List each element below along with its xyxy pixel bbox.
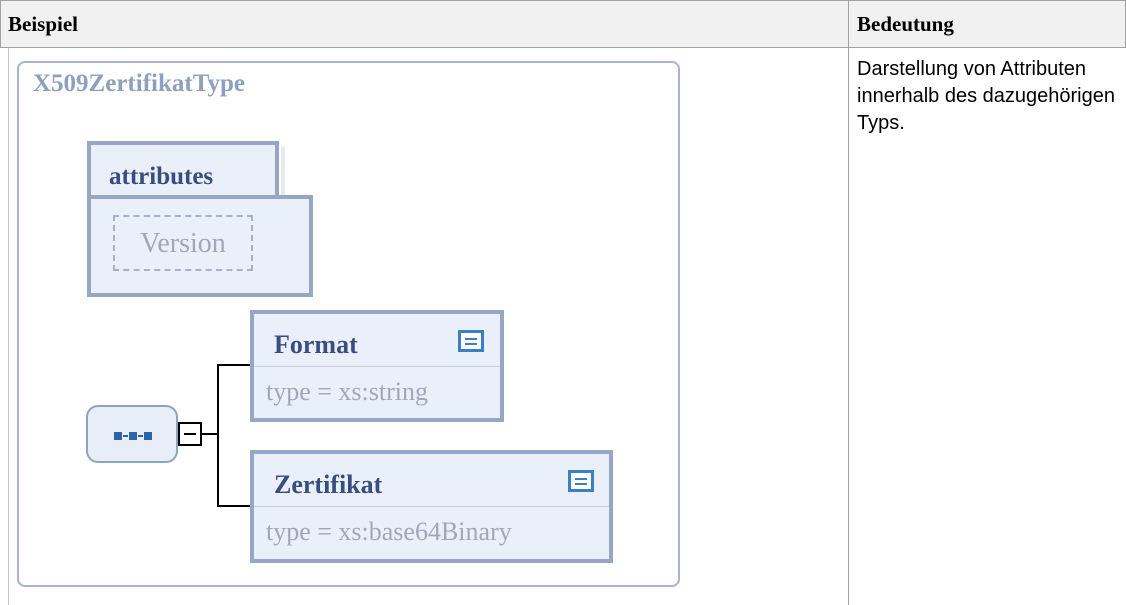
table-border-left <box>0 0 1 48</box>
element-format-type: type = xs:string <box>266 377 428 406</box>
attributes-label: attributes <box>109 163 214 190</box>
documentation-icon <box>458 330 484 352</box>
header-meaning: Bedeutung <box>857 12 954 36</box>
element-format-separator <box>254 366 500 367</box>
element-zertifikat-name: Zertifikat <box>274 470 383 499</box>
collapse-minus-icon[interactable] <box>178 422 202 446</box>
sequence-compositor <box>86 405 178 463</box>
attribute-version: Version <box>113 215 253 271</box>
meaning-text: Darstellung von Attributen innerhalb des… <box>857 58 1115 134</box>
connector-vertical <box>217 364 219 506</box>
element-format-name: Format <box>274 330 358 359</box>
attributes-group: attributes Version <box>87 141 313 297</box>
element-zertifikat: Zertifikat type = xs:base64Binary <box>250 450 613 563</box>
cell-left-edge <box>8 48 9 605</box>
connector-to-zertifikat <box>217 505 250 507</box>
element-format: Format type = xs:string <box>250 310 504 422</box>
element-zertifikat-separator <box>254 506 609 507</box>
attributes-body: Version <box>87 195 313 297</box>
complex-type-name: X509ZertifikatType <box>33 70 246 97</box>
header-example: Beispiel <box>8 12 79 36</box>
column-divider <box>848 0 849 605</box>
sequence-compositor-icon <box>114 431 154 441</box>
documentation-icon <box>568 470 594 492</box>
element-zertifikat-type: type = xs:base64Binary <box>266 517 512 546</box>
table-header-row: Beispiel Bedeutung <box>0 0 1126 48</box>
connector-stub <box>202 433 218 435</box>
connector-to-format <box>217 364 250 366</box>
attributes-tab-shadow <box>281 147 285 197</box>
attributes-tab: attributes <box>87 141 279 199</box>
